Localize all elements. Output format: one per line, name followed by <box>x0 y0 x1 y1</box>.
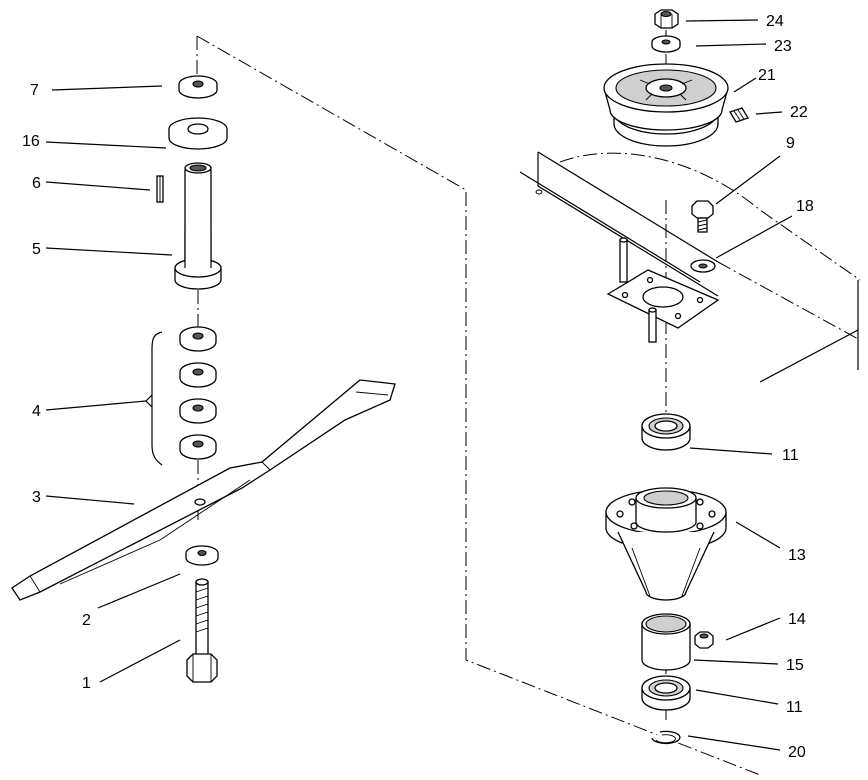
callout-1: 1 <box>82 675 91 692</box>
part-2-washer <box>185 545 219 566</box>
part-20-snap-ring <box>651 730 681 745</box>
callout-15: 15 <box>786 657 804 674</box>
callout-21: 21 <box>758 67 776 84</box>
part-14-grease-fitting <box>694 631 714 649</box>
part-23-washer <box>651 35 681 53</box>
part-21-pulley <box>603 63 729 147</box>
callout-3: 3 <box>32 489 41 506</box>
callout-2: 2 <box>82 612 91 629</box>
callout-4: 4 <box>32 403 41 420</box>
callout-16: 16 <box>22 133 40 150</box>
part-11-lower-bearing <box>641 675 691 711</box>
mounting-plate <box>606 237 720 343</box>
part-15-spacer <box>641 613 691 671</box>
part-4-washer-set <box>145 326 217 466</box>
callout-7: 7 <box>30 82 39 99</box>
callout-6: 6 <box>32 175 41 192</box>
mounting-plane-outline <box>196 35 761 776</box>
callout-22: 22 <box>790 104 808 121</box>
callout-11-upper: 11 <box>782 447 799 464</box>
part-18-lock-washer <box>690 259 716 273</box>
part-6-key <box>156 175 164 203</box>
leader-lines <box>45 19 793 751</box>
part-13-spindle-housing <box>605 487 727 601</box>
part-5-spindle-shaft <box>174 162 222 290</box>
part-22-set-screw <box>729 107 749 123</box>
callout-14: 14 <box>788 611 806 628</box>
callout-11-lower: 11 <box>786 699 803 716</box>
part-16-spacer <box>168 117 228 150</box>
callout-18: 18 <box>796 198 814 215</box>
callout-5: 5 <box>32 241 41 258</box>
part-1-blade-bolt <box>186 578 218 683</box>
part-9-bolt <box>691 200 714 233</box>
part-7-washer <box>178 75 218 99</box>
callout-24: 24 <box>766 13 784 30</box>
mower-deck-outline <box>519 151 861 383</box>
part-11-upper-bearing <box>641 413 691 451</box>
part-3-blade <box>11 379 396 601</box>
callout-labels: 7 16 6 5 4 3 2 1 24 23 21 22 9 18 11 13 … <box>22 13 814 761</box>
callout-9: 9 <box>786 135 795 152</box>
part-24-nut <box>654 9 679 29</box>
callout-23: 23 <box>774 38 792 55</box>
callout-13: 13 <box>788 547 806 564</box>
callout-20: 20 <box>788 744 806 761</box>
